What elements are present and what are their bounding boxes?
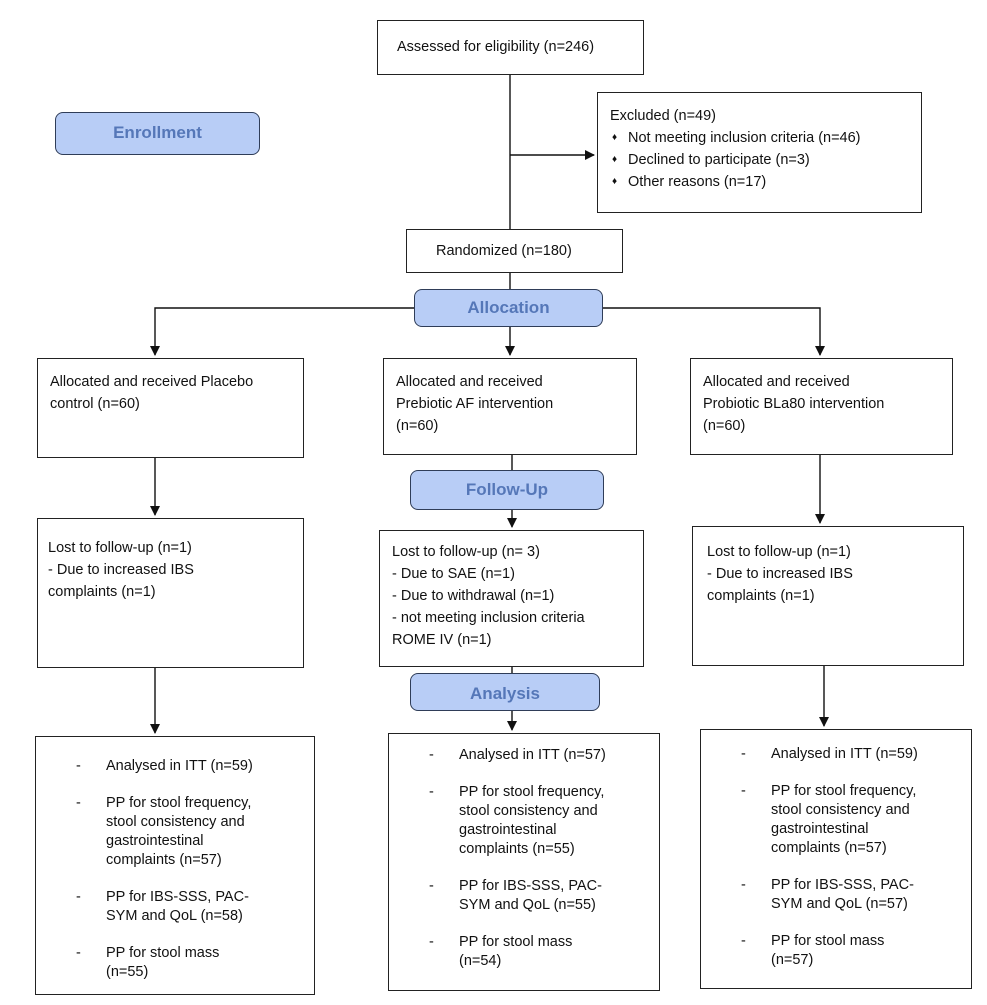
allocated-placebo-line: control (n=60): [50, 396, 140, 412]
stage-followup-label: Follow-Up: [465, 480, 549, 499]
assessed-box: Assessed for eligibility (n=246): [377, 20, 644, 75]
analysed-prebiotic-text: PP for stool frequency, stool consistenc…: [459, 784, 605, 857]
analysed-prebiotic-box: Analysed in ITT (n=57) PP for stool freq…: [388, 733, 660, 991]
lost-probiotic-line: Lost to follow-up (n=1): [707, 544, 851, 560]
allocated-probiotic-box: Allocated and received Probiotic BLa80 i…: [690, 358, 953, 455]
excluded-reason: Declined to participate (n=3): [610, 149, 921, 171]
lost-prebiotic-line: - Due to withdrawal (n=1): [392, 588, 555, 604]
allocated-placebo-line: Allocated and received Placebo: [50, 374, 254, 390]
lost-placebo-line: - Due to increased IBS: [48, 562, 194, 578]
stage-allocation-label: Allocation: [467, 298, 550, 317]
analysed-prebiotic-text: PP for stool mass (n=54): [459, 934, 573, 969]
analysed-placebo-text: PP for stool mass (n=55): [106, 945, 220, 980]
analysed-probiotic-item: PP for stool frequency, stool consistenc…: [701, 782, 918, 858]
lost-placebo-line: complaints (n=1): [48, 584, 156, 600]
analysed-probiotic-item: PP for stool mass (n=57): [701, 932, 918, 970]
allocated-probiotic-line: Probiotic BLa80 intervention: [703, 396, 885, 412]
analysed-placebo-item: PP for stool mass (n=55): [36, 944, 253, 982]
lost-prebiotic-box: Lost to follow-up (n= 3) - Due to SAE (n…: [379, 530, 644, 667]
lost-prebiotic-line: - not meeting inclusion criteria: [392, 610, 585, 626]
analysed-placebo-item: PP for IBS-SSS, PAC- SYM and QoL (n=58): [36, 888, 253, 926]
allocated-placebo-box: Allocated and received Placebo control (…: [37, 358, 304, 458]
randomized-box: Randomized (n=180): [406, 229, 623, 273]
analysed-probiotic-text: PP for IBS-SSS, PAC- SYM and QoL (n=57): [771, 877, 914, 912]
stage-allocation: Allocation: [414, 289, 603, 327]
analysed-placebo-item: PP for stool frequency, stool consistenc…: [36, 794, 253, 870]
analysed-probiotic-item: Analysed in ITT (n=59): [701, 745, 918, 764]
excluded-reasons-list: Not meeting inclusion criteria (n=46) De…: [610, 127, 921, 193]
stage-followup: Follow-Up: [410, 470, 604, 510]
stage-enrollment: Enrollment: [55, 112, 260, 155]
lost-prebiotic-line: Lost to follow-up (n= 3): [392, 544, 540, 560]
allocated-prebiotic-line: Prebiotic AF intervention: [396, 396, 554, 412]
analysed-placebo-text: PP for stool frequency, stool consistenc…: [106, 795, 252, 868]
analysed-prebiotic-text: PP for IBS-SSS, PAC- SYM and QoL (n=55): [459, 878, 602, 913]
analysed-probiotic-list: Analysed in ITT (n=59) PP for stool freq…: [701, 745, 918, 988]
randomized-text: Randomized (n=180): [436, 243, 572, 259]
analysed-prebiotic-text: Analysed in ITT (n=57): [459, 747, 606, 763]
stage-enrollment-label: Enrollment: [113, 123, 202, 142]
allocated-probiotic-line: (n=60): [703, 418, 746, 434]
excluded-reason: Not meeting inclusion criteria (n=46): [610, 127, 921, 149]
analysed-placebo-item: Analysed in ITT (n=59): [36, 757, 253, 776]
excluded-reason: Other reasons (n=17): [610, 171, 921, 193]
analysed-prebiotic-item: PP for IBS-SSS, PAC- SYM and QoL (n=55): [389, 877, 606, 915]
allocated-prebiotic-box: Allocated and received Prebiotic AF inte…: [383, 358, 637, 455]
analysed-probiotic-text: Analysed in ITT (n=59): [771, 746, 918, 762]
lost-probiotic-line: complaints (n=1): [707, 588, 815, 604]
lost-prebiotic-line: ROME IV (n=1): [392, 632, 492, 648]
allocated-prebiotic-line: Allocated and received: [396, 374, 543, 390]
excluded-title: Excluded (n=49): [610, 108, 716, 124]
arrow-to-probiotic: [603, 307, 825, 356]
assessed-text: Assessed for eligibility (n=246): [397, 39, 595, 55]
arrow-to-placebo: [150, 307, 414, 356]
analysed-probiotic-text: PP for stool mass (n=57): [771, 933, 885, 968]
analysed-prebiotic-item: PP for stool mass (n=54): [389, 933, 606, 971]
lost-probiotic-box: Lost to follow-up (n=1) - Due to increas…: [692, 526, 964, 666]
lost-placebo-box: Lost to follow-up (n=1) - Due to increas…: [37, 518, 304, 668]
analysed-probiotic-text: PP for stool frequency, stool consistenc…: [771, 783, 917, 856]
analysed-probiotic-box: Analysed in ITT (n=59) PP for stool freq…: [700, 729, 972, 989]
analysed-prebiotic-list: Analysed in ITT (n=57) PP for stool freq…: [389, 746, 606, 989]
analysed-placebo-list: Analysed in ITT (n=59) PP for stool freq…: [36, 757, 253, 1000]
allocated-probiotic-line: Allocated and received: [703, 374, 850, 390]
analysed-placebo-box: Analysed in ITT (n=59) PP for stool freq…: [35, 736, 315, 995]
stage-analysis-label: Analysis: [470, 684, 540, 703]
analysed-placebo-text: PP for IBS-SSS, PAC- SYM and QoL (n=58): [106, 889, 249, 924]
lost-placebo-line: Lost to follow-up (n=1): [48, 540, 192, 556]
analysed-probiotic-item: PP for IBS-SSS, PAC- SYM and QoL (n=57): [701, 876, 918, 914]
analysed-prebiotic-item: PP for stool frequency, stool consistenc…: [389, 783, 606, 859]
excluded-box: Excluded (n=49) Not meeting inclusion cr…: [597, 92, 922, 213]
allocated-prebiotic-line: (n=60): [396, 418, 439, 434]
lost-prebiotic-line: - Due to SAE (n=1): [392, 566, 515, 582]
analysed-prebiotic-item: Analysed in ITT (n=57): [389, 746, 606, 765]
stage-analysis: Analysis: [410, 673, 600, 711]
analysed-placebo-text: Analysed in ITT (n=59): [106, 758, 253, 774]
lost-probiotic-line: - Due to increased IBS: [707, 566, 853, 582]
